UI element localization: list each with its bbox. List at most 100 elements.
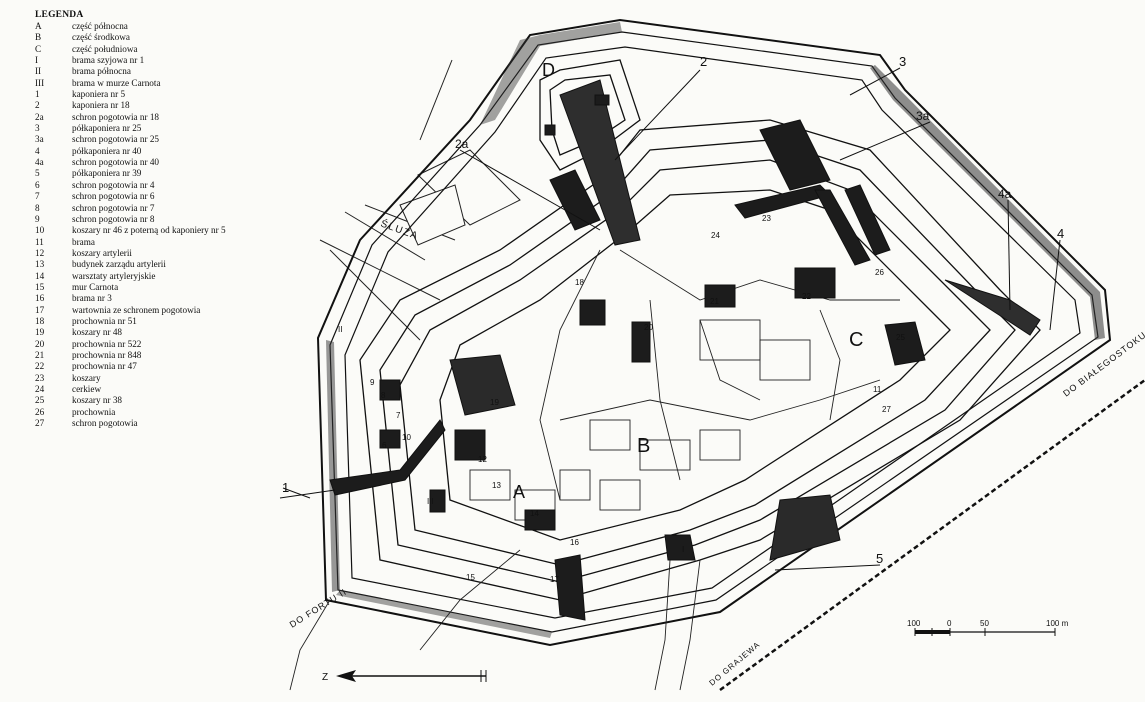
- scale-bar: 100 0 50 100 m: [907, 619, 1069, 636]
- legend-key: 21: [35, 349, 45, 360]
- num-23: 23: [762, 214, 771, 223]
- num-14: 14: [530, 509, 539, 518]
- legend-label: koszary nr 46 z poterną od kaponiery nr …: [72, 225, 226, 236]
- num-25: 25: [896, 333, 905, 342]
- legend-item: 23 koszary: [35, 373, 325, 384]
- legend-key: 20: [35, 338, 45, 349]
- legend-key: 7: [35, 191, 40, 202]
- callout-1: 1: [282, 480, 289, 495]
- num-17: 17: [550, 575, 559, 584]
- legend-label: kaponiera nr 5: [72, 89, 126, 100]
- num-10: 10: [402, 433, 411, 442]
- legend-key: 4a: [35, 157, 44, 168]
- road-label-do-fortu: DO FORTU II: [288, 587, 349, 630]
- legend-label: wartownia ze schronem pogotowia: [72, 304, 201, 315]
- legend-key: 19: [35, 327, 45, 338]
- legend-label: brama w murze Carnota: [72, 77, 161, 88]
- legend-label: koszary nr 38: [72, 395, 123, 406]
- part-label-a: A: [513, 482, 525, 502]
- num-26: 26: [875, 268, 884, 277]
- legend-label: warsztaty artyleryjskie: [72, 270, 156, 281]
- outer-moat: [316, 18, 1112, 647]
- legend-key: 2: [35, 100, 40, 111]
- legend-label: półkaponiera nr 25: [72, 123, 142, 134]
- legend-label: koszary artylerii: [72, 247, 132, 258]
- legend-label: koszary: [72, 372, 101, 383]
- legend-key: 10: [35, 225, 45, 236]
- num-9: 9: [370, 378, 375, 387]
- legend-item: 4a schron pogotowia nr 40: [35, 157, 325, 168]
- legend-label: część północna: [72, 21, 128, 31]
- legend-label: prochownia nr 47: [72, 361, 137, 372]
- legend-title: LEGENDA: [35, 10, 84, 20]
- north-arrow-label: Z: [322, 672, 328, 683]
- legend-key: 3: [35, 123, 40, 134]
- legend-label: schron pogotowia nr 25: [72, 134, 160, 145]
- legend-key: A: [35, 21, 42, 31]
- num-24: 24: [711, 231, 720, 240]
- legend-key: 5: [35, 168, 40, 179]
- legend-key: 15: [35, 281, 45, 292]
- legend-label: prochownia nr 848: [72, 349, 142, 360]
- legend-key: 14: [35, 270, 45, 281]
- legend-key: B: [35, 32, 42, 43]
- callout-3a: 3a: [916, 109, 930, 123]
- legend-key: II: [35, 66, 42, 77]
- roman-i: I: [682, 545, 684, 554]
- legend-item: II brama północna: [35, 66, 325, 77]
- legend-item: 14 warsztaty artyleryjskie: [35, 271, 325, 282]
- legend-item: 3 półkaponiera nr 25: [35, 123, 325, 134]
- callout-3: 3: [899, 54, 906, 69]
- legend-label: prochownia nr 522: [72, 338, 142, 349]
- legend-label: część środkowa: [72, 32, 130, 43]
- num-19: 19: [490, 398, 499, 407]
- legend-label: schron pogotowia nr 40: [72, 157, 160, 168]
- legend-key: 27: [35, 418, 45, 429]
- num-12: 12: [478, 455, 487, 464]
- legend-label: schron pogotowia nr 4: [72, 179, 155, 190]
- callout-2: 2: [700, 54, 707, 69]
- part-label-c: C: [849, 329, 863, 351]
- legend-label: cerkiew: [72, 384, 102, 394]
- legend-label: prochownia nr 51: [72, 315, 137, 326]
- num-27: 27: [882, 405, 891, 414]
- buildings: [329, 79, 1041, 621]
- legend-key: 2a: [35, 111, 44, 122]
- legend-label: brama północna: [72, 66, 131, 77]
- legend-key: 17: [35, 304, 45, 315]
- num-7: 7: [396, 411, 401, 420]
- legend-key: 16: [35, 293, 45, 304]
- legend-label: schron pogotowia nr 7: [72, 202, 155, 213]
- legend-key: 4: [35, 145, 40, 156]
- legend-key: 23: [35, 372, 45, 383]
- building-numbers: 6 7 8 9 10 11 12 13 14 15 16 17 18 19 20…: [338, 214, 905, 584]
- legend-label: część południowa: [72, 43, 138, 54]
- callout-4a: 4a: [998, 187, 1012, 201]
